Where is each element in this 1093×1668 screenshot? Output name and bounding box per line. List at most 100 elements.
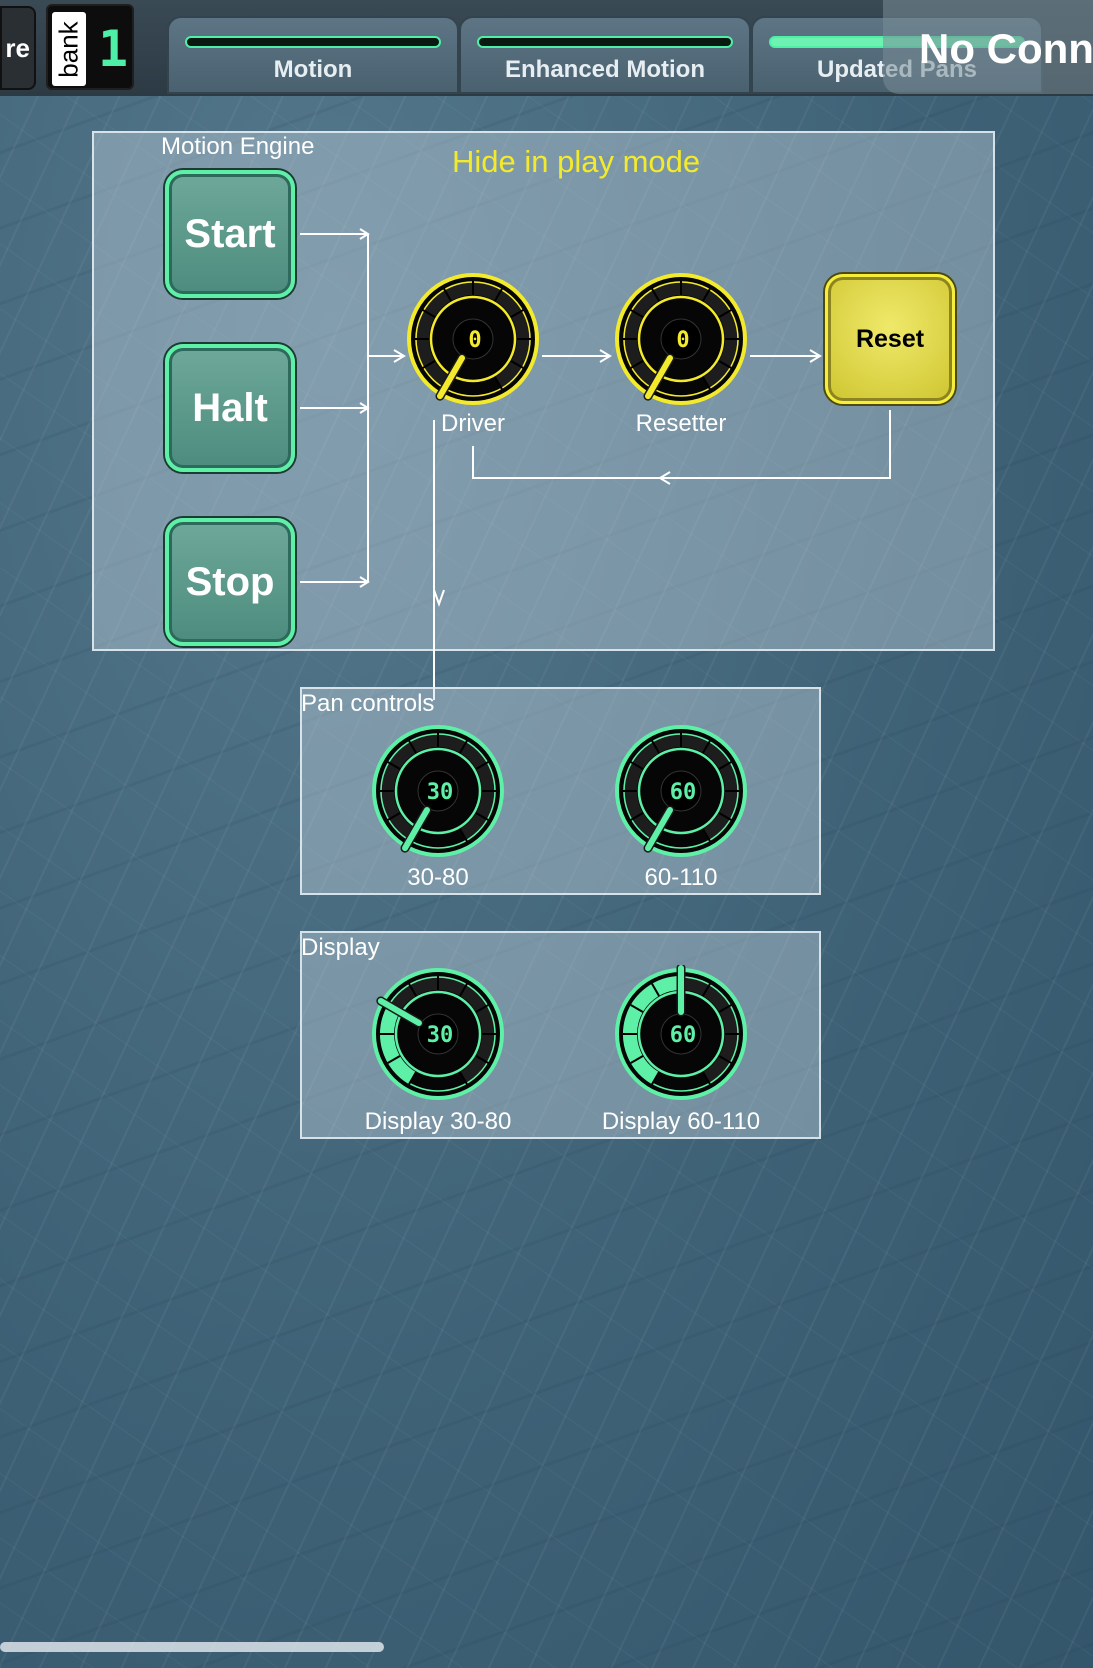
stop-button-label: Stop [185, 559, 275, 604]
display-60-110-knob[interactable]: 60 [612, 965, 750, 1103]
reset-button-label: Reset [855, 324, 925, 353]
pan-60-110-knob[interactable]: 60 [612, 722, 750, 860]
pan-30-80-knob[interactable]: 30 [369, 722, 507, 860]
knob-tick [630, 812, 644, 821]
knob-tick [718, 1055, 732, 1064]
horizontal-scrollbar[interactable] [0, 1642, 384, 1652]
knob-tick [475, 812, 489, 821]
previous-bank-button[interactable]: re [0, 6, 36, 90]
knob-tick [443, 288, 452, 302]
knob-tick [422, 360, 436, 369]
motion-engine-title: Motion Engine [161, 133, 315, 160]
knob-tick [459, 983, 468, 997]
knob-inner-ring [637, 295, 725, 383]
knob-tick [651, 983, 660, 997]
resetter-knob[interactable]: 0 [612, 270, 750, 408]
knob-tick [651, 740, 660, 754]
knob-tick [510, 309, 524, 318]
knob-tick [475, 1004, 489, 1013]
bank-label-box: bank [52, 12, 86, 86]
knob-value: 0 [676, 328, 689, 353]
knob-center [452, 318, 494, 360]
knob-center [660, 318, 702, 360]
tab-label: Motion [273, 56, 353, 83]
knob-tick [387, 1055, 401, 1064]
knob-pointer [645, 355, 673, 400]
knob-inner-ring [637, 747, 725, 835]
knob-tick [475, 761, 489, 770]
knob-value: 0 [468, 328, 481, 353]
display-30-80-knob[interactable]: 30 [369, 965, 507, 1103]
knob-pointer [437, 355, 465, 400]
tab-indicator [477, 36, 733, 48]
start-button[interactable]: Start [165, 170, 295, 298]
tab-enhanced-motion[interactable]: Enhanced Motion [459, 16, 751, 94]
knob-value: 30 [427, 1023, 454, 1048]
knob-tick [408, 983, 417, 997]
knob-tick [630, 309, 644, 318]
knob-center [417, 1013, 459, 1055]
pan-60-110-label: 60-110 [644, 864, 718, 891]
tab-label: Enhanced Motion [505, 56, 705, 83]
knob-tick [408, 740, 417, 754]
knob-inner-ring [394, 990, 482, 1078]
bank-selector[interactable]: bank 1 [46, 4, 134, 90]
knob-tick [459, 740, 468, 754]
tab-indicator [185, 36, 441, 48]
knob-tick [702, 376, 711, 390]
knob-level-fill [623, 976, 682, 1085]
knob-tick [630, 1055, 644, 1064]
stop-button[interactable]: Stop [165, 518, 295, 646]
top-bar: re bank 1 Motion Enhanced Motion Updated… [0, 0, 1093, 96]
driver-knob[interactable]: 0 [404, 270, 542, 408]
knob-tick [651, 1071, 660, 1085]
reset-button[interactable]: Reset [825, 274, 955, 404]
knob-tick [422, 309, 436, 318]
knob-tick [702, 828, 711, 842]
knob-tick [718, 1004, 732, 1013]
knob-center [660, 770, 702, 812]
pan-controls-title: Pan controls [301, 690, 435, 717]
knob-tick [702, 1071, 711, 1085]
knob-tick [702, 288, 711, 302]
knob-tick [459, 828, 468, 842]
knob-tick [494, 376, 503, 390]
start-button-label: Start [184, 211, 276, 256]
knob-inner-ring [394, 747, 482, 835]
knob-tick [387, 812, 401, 821]
previous-bank-label: re [5, 32, 30, 63]
knob-tick [630, 1004, 644, 1013]
knob-pointer [645, 807, 673, 852]
knob-value: 30 [427, 780, 454, 805]
pan-30-80-label: 30-80 [407, 864, 469, 891]
halt-button-label: Halt [192, 385, 268, 430]
halt-button[interactable]: Halt [165, 344, 295, 472]
knob-tick [718, 309, 732, 318]
knob-tick [408, 1071, 417, 1085]
knob-pointer [402, 807, 430, 852]
display-title: Display [301, 934, 380, 961]
knob-pointer [377, 998, 422, 1026]
knob-value: 60 [670, 1023, 697, 1048]
knob-tick [702, 983, 711, 997]
knob-tick [494, 288, 503, 302]
knob-tick [510, 360, 524, 369]
bank-number: 1 [97, 20, 129, 78]
knob-center [417, 770, 459, 812]
connection-status[interactable]: No Conn [883, 0, 1093, 94]
tab-motion[interactable]: Motion [167, 16, 459, 94]
hide-in-play-mode-note: Hide in play mode [452, 144, 701, 179]
driver-knob-label: Driver [441, 410, 505, 437]
knob-tick [387, 761, 401, 770]
knob-inner-ring [429, 295, 517, 383]
knob-tick [630, 360, 644, 369]
knob-tick [702, 740, 711, 754]
knob-tick [630, 761, 644, 770]
knob-tick [718, 761, 732, 770]
knob-tick [475, 1055, 489, 1064]
knob-tick [718, 360, 732, 369]
knob-tick [651, 288, 660, 302]
knob-level-fill [380, 1005, 417, 1085]
display-30-80-label: Display 30-80 [364, 1108, 512, 1135]
